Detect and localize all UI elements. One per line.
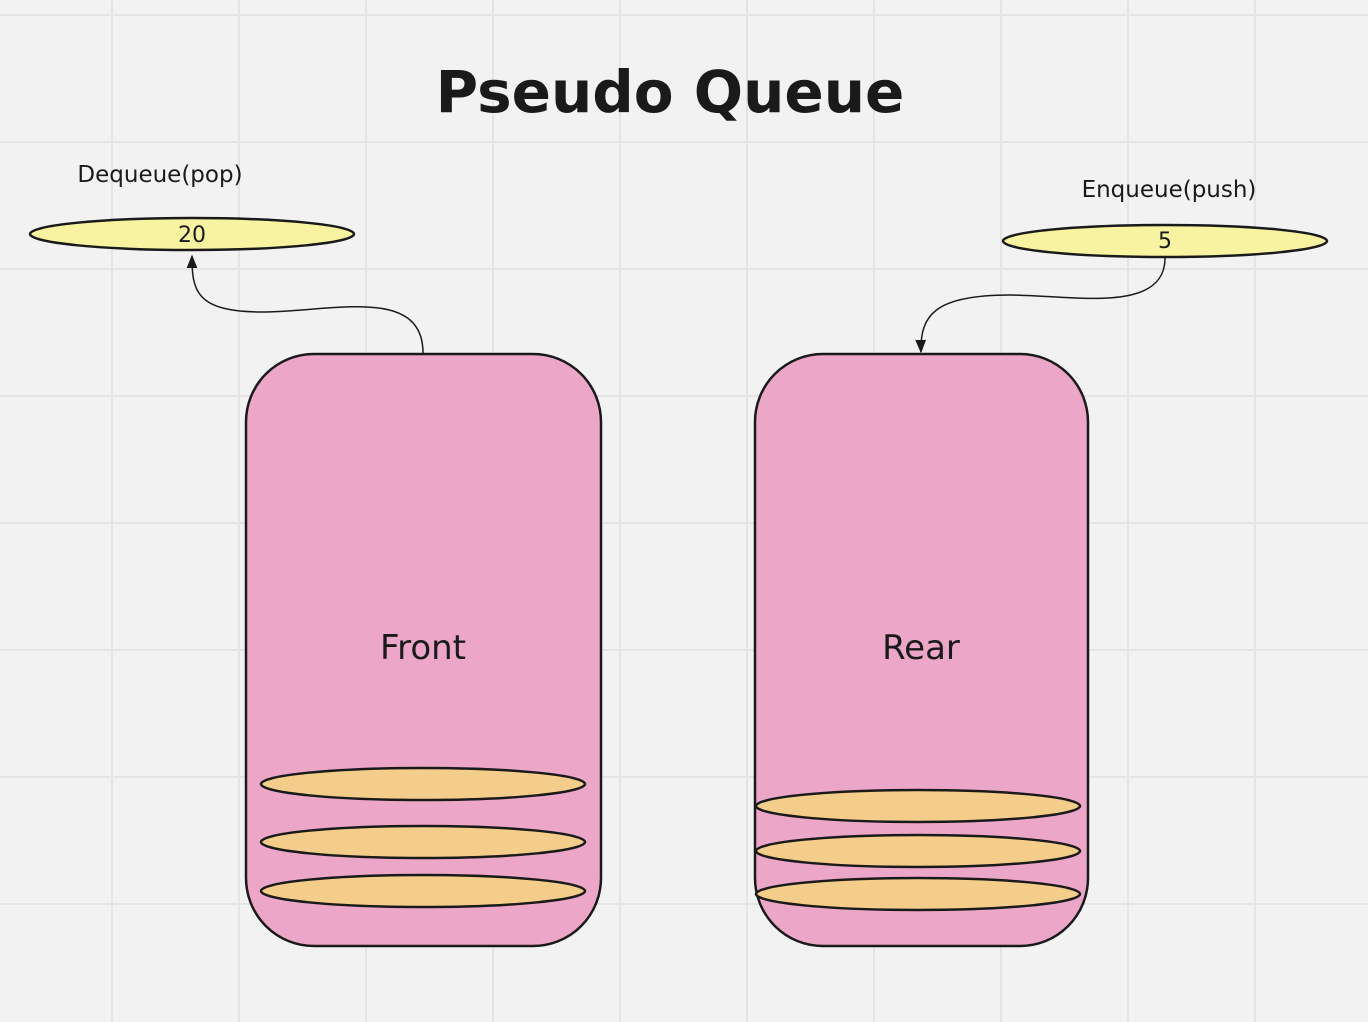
enqueue-label: Enqueue(push): [1082, 177, 1257, 203]
dequeue-arrow: [186, 254, 424, 354]
front-stack-item: [259, 766, 587, 802]
diagram-title: Pseudo Queue: [436, 58, 905, 126]
rear-stack-item: [754, 833, 1082, 869]
rear-stack-item: [754, 788, 1082, 824]
rear-stack: Rear: [753, 352, 1090, 948]
front-stack: Front: [244, 352, 603, 948]
dequeue-value-node: 20: [28, 216, 356, 252]
dequeue-label: Dequeue(pop): [77, 162, 242, 188]
rear-stack-item: [754, 876, 1082, 912]
dequeue-value: 20: [178, 223, 206, 248]
enqueue-value-ellipse: [1001, 223, 1329, 259]
rear-stack-label: Rear: [882, 628, 960, 668]
dequeue-value-ellipse: [28, 216, 356, 252]
front-stack-label: Front: [380, 628, 466, 668]
enqueue-arrow: [915, 257, 1166, 354]
front-stack-item: [259, 824, 587, 860]
enqueue-value: 5: [1158, 229, 1172, 254]
enqueue-value-node: 5: [1001, 223, 1329, 259]
front-stack-item: [259, 873, 587, 909]
